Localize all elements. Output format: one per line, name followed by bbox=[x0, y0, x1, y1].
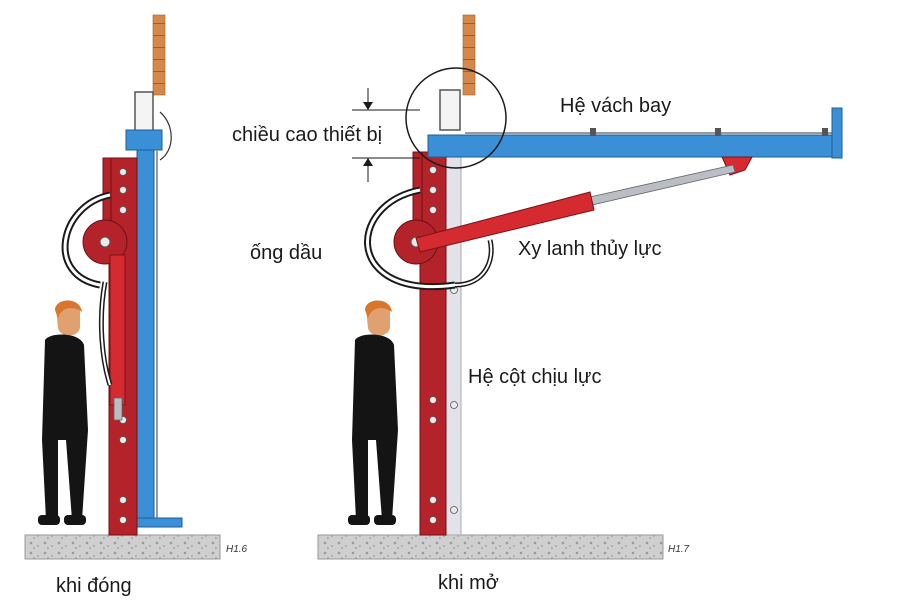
label-hydraulic-cylinder: Xy lanh thủy lực bbox=[518, 238, 662, 260]
closed-figure bbox=[24, 14, 221, 560]
cylinder-rod bbox=[589, 164, 736, 206]
person-left bbox=[38, 300, 88, 525]
blue-panel-left bbox=[136, 149, 155, 526]
detail-circle bbox=[405, 67, 507, 169]
label-oil-pipe: ống dầu bbox=[250, 242, 323, 264]
red-column-right bbox=[419, 151, 447, 536]
label-column-system: Hệ cột chịu lực bbox=[468, 366, 602, 388]
brick-wall-right bbox=[462, 14, 476, 96]
top-bracket-left bbox=[134, 91, 154, 133]
figure-tag-left: H1.6 bbox=[226, 544, 248, 555]
figure-tag-right: H1.7 bbox=[668, 544, 690, 555]
flying-wall-beam bbox=[427, 134, 839, 158]
open-figure bbox=[317, 14, 843, 560]
brick-wall-left bbox=[152, 14, 166, 96]
cylinder-right bbox=[415, 191, 595, 253]
person-right bbox=[348, 300, 398, 525]
cylinder-left bbox=[109, 254, 126, 406]
label-flying-wall: Hệ vách bay bbox=[560, 95, 672, 117]
floor-slab-right bbox=[317, 534, 664, 560]
label-open-state: khi mở bbox=[438, 572, 499, 594]
floor-slab-left bbox=[24, 534, 221, 560]
height-dimension bbox=[352, 88, 420, 182]
label-closed-state: khi đóng bbox=[56, 575, 132, 597]
label-device-height: chiều cao thiết bị bbox=[232, 124, 383, 146]
